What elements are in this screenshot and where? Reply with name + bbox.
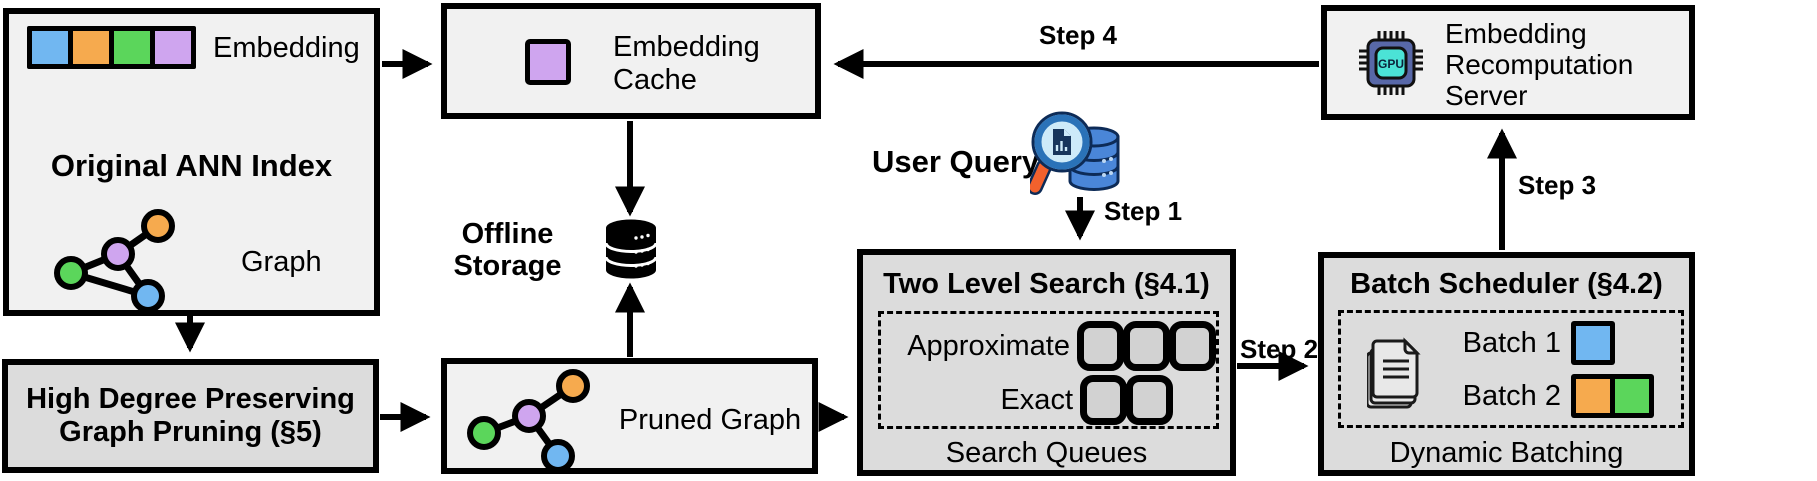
graph-pruning-line1: High Degree Preserving — [26, 383, 355, 415]
server-line2: Recomputation — [1445, 48, 1634, 80]
batch2-row: Batch 2 — [1451, 374, 1654, 418]
queue-slot — [1077, 321, 1124, 371]
embedding-cell-orange — [73, 31, 109, 64]
embedding-vector-icon — [27, 26, 196, 69]
queue-slot — [1080, 375, 1127, 425]
offline-storage-line2: Storage — [453, 250, 562, 283]
queue-slot — [1169, 321, 1216, 371]
exact-label: Exact — [1000, 383, 1073, 416]
embedding-cache-line1: Embedding — [613, 31, 760, 63]
pruned-graph-box: Pruned Graph — [441, 358, 818, 474]
original-ann-index-box: Embedding Original ANN Index Graph — [3, 8, 380, 316]
queue-slot — [1123, 321, 1170, 371]
embedding-cell-purple — [155, 31, 191, 64]
approximate-queues — [1077, 321, 1216, 371]
user-query-label: User Query — [872, 144, 1040, 179]
step1-label: Step 1 — [1104, 196, 1183, 226]
search-queues-label: Search Queues — [945, 437, 1148, 469]
embedding-cell-blue — [32, 31, 68, 64]
batch2-cell-green — [1615, 379, 1649, 413]
pruned-graph-icon — [467, 369, 590, 473]
batch2-squares — [1571, 374, 1654, 418]
recomputation-server-box: GPU Embedding Recomputation Server — [1321, 5, 1695, 120]
embedding-label: Embedding — [213, 32, 360, 64]
batch2-cell-orange — [1576, 379, 1610, 413]
server-line3: Server — [1445, 79, 1528, 111]
batch1-cell-blue — [1576, 326, 1610, 360]
gpu-chip-label: GPU — [1378, 57, 1404, 71]
pruned-graph-label: Pruned Graph — [618, 404, 802, 436]
queue-slot — [1126, 375, 1173, 425]
server-line1: Embedding — [1445, 18, 1587, 49]
graph-label: Graph — [241, 246, 322, 278]
batch1-squares — [1571, 321, 1615, 365]
dynamic-batching-panel: Batch 1 Batch 2 — [1338, 310, 1684, 428]
recomputation-server-label: Embedding Recomputation Server — [1445, 18, 1634, 111]
graph-pruning-box: High Degree Preserving Graph Pruning (§5… — [2, 359, 379, 473]
step3-label: Step 3 — [1518, 170, 1597, 200]
graph-pruning-line2: Graph Pruning (§5) — [59, 416, 322, 448]
embedding-cache-line2: Cache — [613, 64, 697, 97]
embedding-cache-box: Embedding Cache — [441, 3, 821, 119]
batch2-label: Batch 2 — [1462, 379, 1561, 412]
embedding-cache-label: Embedding Cache — [613, 31, 760, 98]
exact-queue-row: Exact — [881, 375, 1216, 425]
offline-storage-db-icon — [604, 219, 658, 279]
documents-icon — [1367, 337, 1421, 409]
approximate-queue-row: Approximate — [881, 321, 1216, 371]
ann-index-title: Original ANN Index — [50, 148, 333, 183]
offline-storage-line1: Offline — [461, 218, 554, 250]
batch-scheduler-title: Batch Scheduler (§4.2) — [1350, 268, 1663, 300]
batch-scheduler-box: Batch Scheduler (§4.2) Batch 1 — [1318, 252, 1695, 476]
original-graph-icon — [54, 209, 175, 313]
search-queues-panel: Approximate Exact — [878, 311, 1219, 429]
approximate-label: Approximate — [907, 329, 1070, 362]
step2-label: Step 2 — [1240, 334, 1319, 364]
gpu-chip-icon: GPU — [1359, 31, 1423, 95]
step4-label: Step 4 — [1038, 20, 1118, 50]
user-query-icon — [1030, 111, 1120, 195]
two-level-search-title: Two Level Search (§4.1) — [883, 268, 1210, 300]
exact-queues — [1080, 375, 1173, 425]
offline-storage-label: Offline Storage — [425, 218, 590, 283]
cached-embedding-icon — [525, 39, 571, 85]
dynamic-batching-label: Dynamic Batching — [1389, 437, 1624, 469]
two-level-search-box: Two Level Search (§4.1) Approximate Exac… — [857, 249, 1236, 476]
batch1-label: Batch 1 — [1462, 326, 1561, 359]
batch1-row: Batch 1 — [1451, 321, 1615, 365]
embedding-cell-green — [114, 31, 150, 64]
